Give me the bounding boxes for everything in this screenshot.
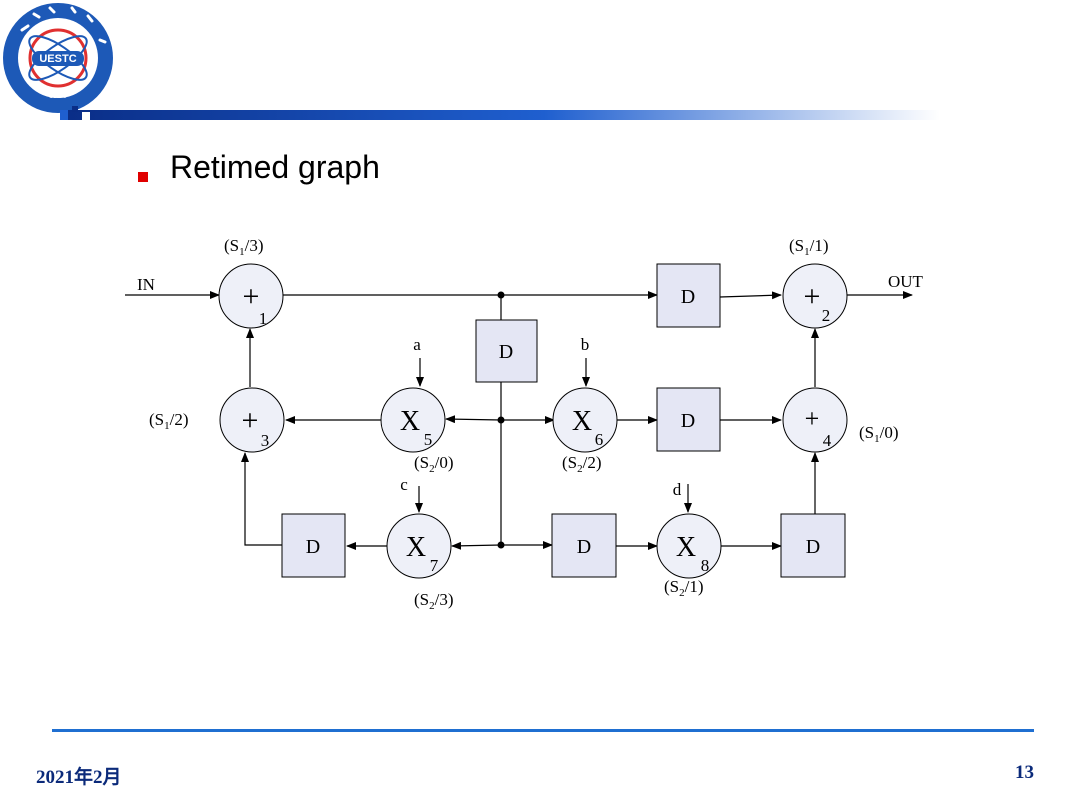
svg-text:+: + [242,404,259,437]
svg-text:6: 6 [595,430,604,449]
bullet-marker [138,172,148,182]
svg-text:D: D [577,536,591,558]
schedule-label-5: (S2/0) [414,453,454,475]
svg-text:+: + [243,280,260,313]
page-number: 13 [1015,762,1034,783]
footer-divider [52,729,1034,732]
delay-box: D [551,513,617,578]
delay-box: D [656,387,721,452]
svg-text:5: 5 [424,430,433,449]
svg-text:+: + [805,404,820,433]
delay-box: D [475,319,538,383]
svg-text:7: 7 [430,556,439,575]
svg-text:X: X [400,406,420,437]
node-multiplier-6: X 6 [552,387,618,453]
schedule-label-4: (S1/0) [859,423,899,445]
schedule-label-1: (S1/3) [224,236,264,258]
header-gradient-bar [60,106,940,120]
svg-text:X: X [572,406,592,437]
delay-box: D [281,513,346,578]
node-multiplier-8: X 8 [656,513,722,579]
svg-text:2: 2 [822,306,831,325]
svg-text:D: D [499,341,513,363]
delay-box: D [656,263,721,328]
node-adder-2: + 2 [782,263,848,329]
schedule-label-3: (S1/2) [149,410,189,432]
svg-text:1: 1 [259,309,268,328]
output-label: OUT [888,272,924,291]
svg-text:3: 3 [261,431,270,450]
node-adder-4: + 4 [782,387,848,453]
wires [125,291,913,550]
node-adder-3: + 3 [219,387,285,453]
schedule-label-6: (S2/2) [562,453,602,475]
svg-text:D: D [681,286,695,308]
coef-c-label: c [400,475,408,494]
junction-dots [497,291,505,549]
svg-text:X: X [676,532,696,563]
logo-year: 1956 [49,90,68,100]
svg-text:+: + [804,280,821,313]
input-label: IN [137,275,155,294]
logo-text: UESTC [39,53,76,65]
svg-text:D: D [681,410,695,432]
coef-d-label: d [673,480,682,499]
svg-text:X: X [406,532,426,563]
node-multiplier-7: X 7 [386,513,452,579]
node-multiplier-5: X 5 [380,387,446,453]
footer-date: 2021年2月 [36,767,122,788]
delay-box: D [780,513,846,578]
svg-text:D: D [806,536,820,558]
schedule-label-2: (S1/1) [789,236,829,258]
schedule-label-7: (S2/3) [414,590,454,612]
svg-text:D: D [306,536,320,558]
svg-text:8: 8 [701,556,710,575]
slide-title: Retimed graph [170,149,380,185]
schedule-label-8: (S2/1) [664,577,704,599]
svg-text:4: 4 [823,431,832,450]
university-logo: UESTC 1956 [3,3,113,113]
node-adder-1: + 1 [218,263,284,329]
coef-a-label: a [413,335,421,354]
coef-b-label: b [581,335,590,354]
